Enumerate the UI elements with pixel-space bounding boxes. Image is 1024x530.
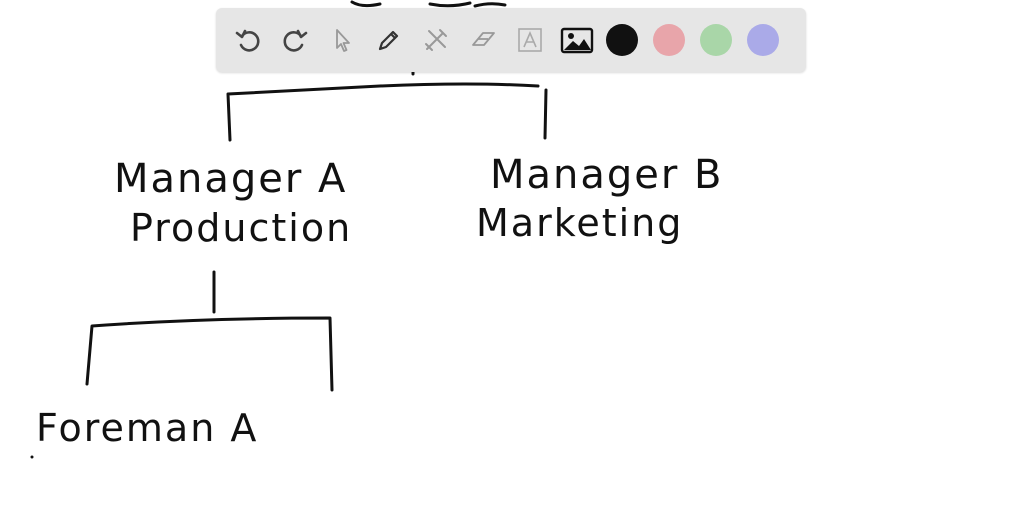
tools-button[interactable] [418,22,454,58]
tools-icon [425,29,447,51]
eraser-tool-button[interactable] [465,22,501,58]
drawing-toolbar [216,8,806,72]
manager-b-title: Manager B [490,152,724,198]
redo-icon [283,29,308,52]
top-bracket [226,82,540,142]
color-swatch-pink[interactable] [653,24,685,56]
manager-b-department: Marketing [476,201,683,245]
pen-icon [378,30,399,51]
top-node-fragment [350,0,507,8]
manager-a-title: Manager A [114,156,347,202]
undo-button[interactable] [230,22,266,58]
color-swatch-purple[interactable] [747,24,779,56]
top-bracket-right-leg [543,88,548,140]
second-bracket [85,316,334,392]
pointer-tool-button[interactable] [324,22,360,58]
foreman-a-label: Foreman A [36,406,258,450]
color-swatch-black[interactable] [606,24,638,56]
manager-a-department: Production [130,206,352,250]
redo-button[interactable] [277,22,313,58]
text-tool-button[interactable] [512,22,548,58]
pen-tool-button[interactable] [371,22,407,58]
text-icon [518,28,542,52]
undo-icon [235,29,260,52]
color-swatch-green[interactable] [700,24,732,56]
stray-ink-dot [30,455,34,459]
pointer-icon [336,29,350,52]
image-tool-button[interactable] [559,22,595,58]
image-icon [560,27,594,54]
eraser-icon [472,32,495,46]
